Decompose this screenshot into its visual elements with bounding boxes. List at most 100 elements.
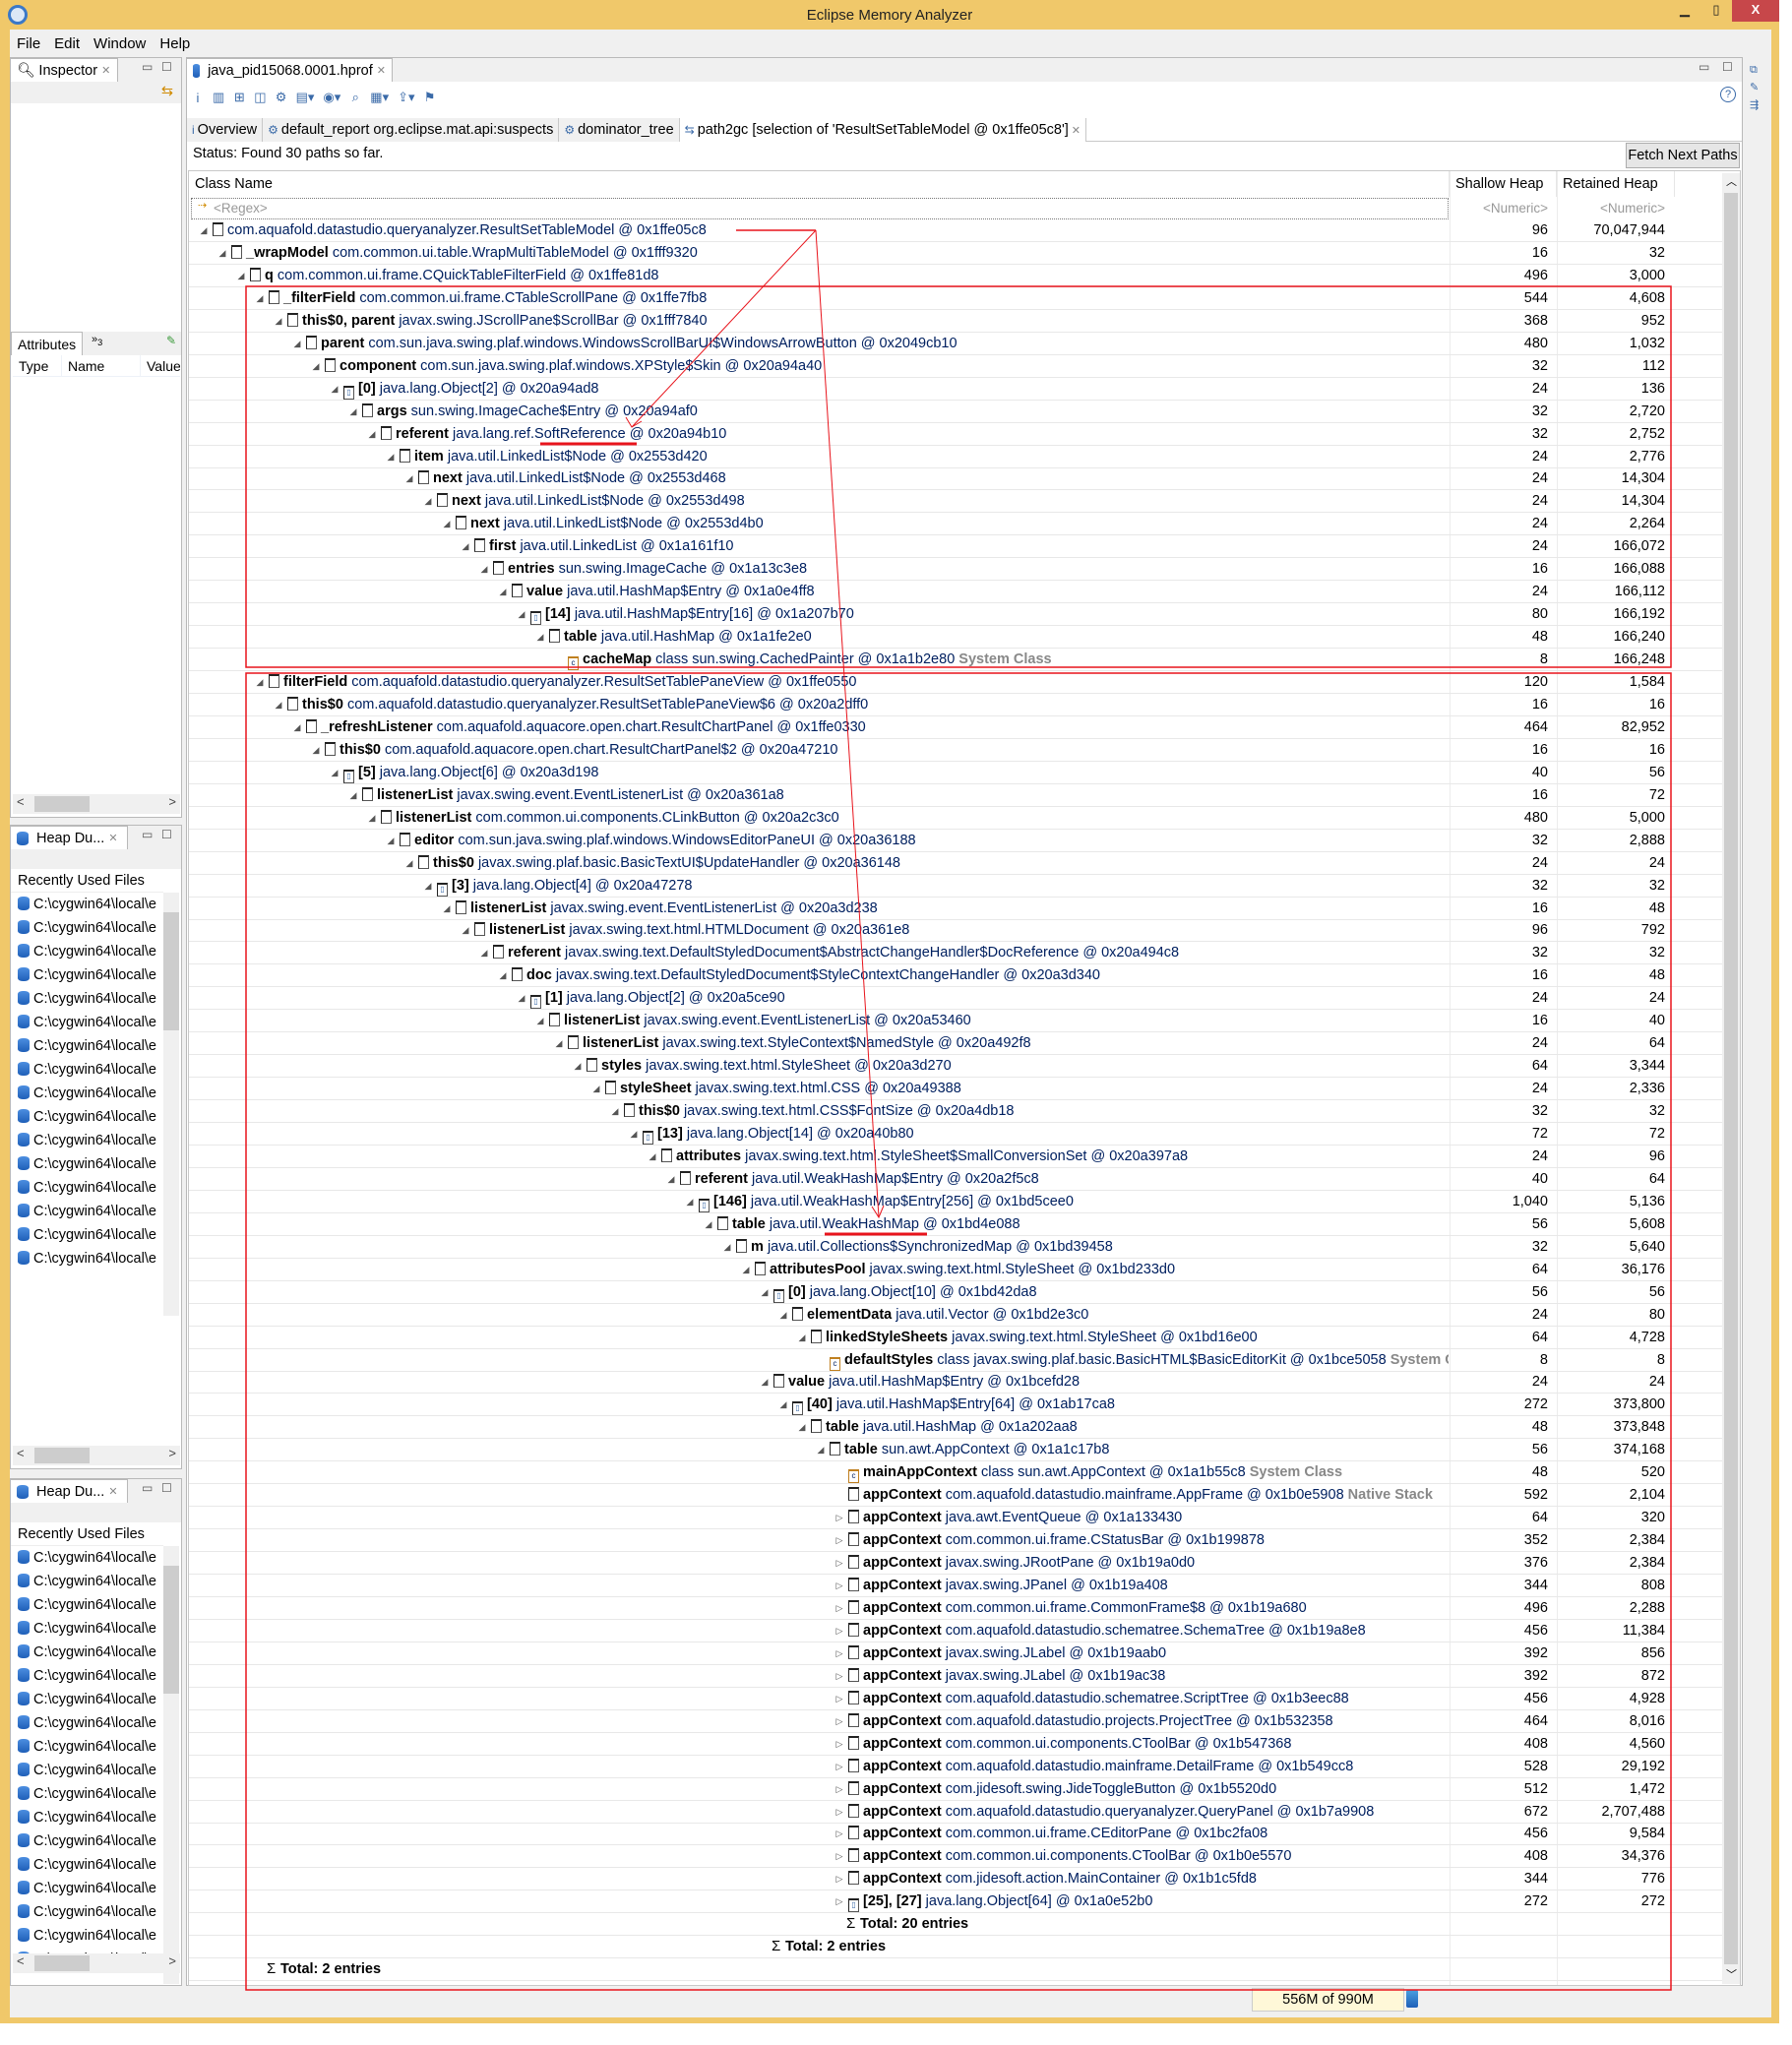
query-browser-icon[interactable]: ▤▾ <box>295 90 315 104</box>
close-icon[interactable]: ✕ <box>376 65 386 77</box>
navigator-icon[interactable]: ⇶ <box>1750 99 1760 111</box>
tree-row[interactable]: ◢_filterField com.common.ui.frame.CTable… <box>189 287 1722 310</box>
tree-row[interactable]: ▷appContext javax.swing.JLabel @ 0x1b19a… <box>189 1642 1722 1665</box>
shallow-filter-input[interactable]: <Numeric> <box>1482 201 1548 216</box>
tree-row[interactable]: ◢linkedStyleSheets javax.swing.text.html… <box>189 1327 1722 1349</box>
recent-file-item[interactable]: C:\cygwin64\local\e <box>11 1735 163 1759</box>
horizontal-scrollbar[interactable]: <> <box>13 794 180 814</box>
tree-row[interactable]: ◢this$0 javax.swing.text.html.CSS$FontSi… <box>189 1100 1722 1124</box>
tree-row[interactable]: ◢doc javax.swing.text.DefaultStyledDocum… <box>189 964 1722 988</box>
tab-heap-dumps[interactable]: Heap Du...✕ <box>10 1479 128 1503</box>
tree-row[interactable]: ◢referent java.util.WeakHashMap$Entry @ … <box>189 1168 1722 1191</box>
expanded-arrow-icon[interactable]: ◢ <box>574 1061 582 1072</box>
col-value[interactable]: Value <box>147 358 180 374</box>
collapsed-arrow-icon[interactable]: ▷ <box>835 1602 843 1613</box>
expanded-arrow-icon[interactable]: ◢ <box>555 1038 563 1049</box>
horizontal-scrollbar[interactable]: <> <box>13 1953 180 1973</box>
recent-file-item[interactable]: C:\cygwin64\local\e <box>11 1900 163 1924</box>
scrollbar-thumb[interactable] <box>1724 193 1738 1964</box>
tree-row[interactable]: ▷appContext com.aquafold.datastudio.quer… <box>189 1801 1722 1824</box>
expanded-arrow-icon[interactable]: ◢ <box>480 564 488 575</box>
minimize-view-icon[interactable]: ▭ <box>142 1481 154 1495</box>
collapsed-arrow-icon[interactable]: ▷ <box>835 1806 843 1817</box>
col-type[interactable]: Type <box>13 355 62 376</box>
recent-file-item[interactable]: C:\cygwin64\local\e <box>11 916 163 940</box>
tree-row[interactable]: ◢listenerList javax.swing.text.html.HTML… <box>189 919 1722 943</box>
tree-row[interactable]: ◢styleSheet javax.swing.text.html.CSS @ … <box>189 1078 1722 1101</box>
expanded-arrow-icon[interactable]: ◢ <box>237 270 245 280</box>
recent-file-item[interactable]: C:\cygwin64\local\e <box>11 1105 163 1129</box>
tree-row[interactable]: ◢value java.util.HashMap$Entry @ 0x1a0e4… <box>189 581 1722 604</box>
tree-row[interactable]: ◢this$0, parent javax.swing.JScrollPane$… <box>189 310 1722 333</box>
expanded-arrow-icon[interactable]: ◢ <box>331 383 339 394</box>
expanded-arrow-icon[interactable]: ◢ <box>256 677 264 687</box>
collapsed-arrow-icon[interactable]: ▷ <box>835 1896 843 1907</box>
collapsed-arrow-icon[interactable]: ▷ <box>835 1513 843 1523</box>
recent-file-item[interactable]: C:\cygwin64\local\e <box>11 1570 163 1593</box>
close-icon[interactable]: ✕ <box>108 1486 118 1498</box>
tree-row[interactable]: ▷appContext com.aquafold.datastudio.main… <box>189 1756 1722 1778</box>
tree-row[interactable]: ◢attributesPool javax.swing.text.html.St… <box>189 1259 1722 1281</box>
tree-row[interactable]: ▷appContext com.common.ui.components.CTo… <box>189 1733 1722 1756</box>
recent-file-item[interactable]: C:\cygwin64\local\e <box>11 987 163 1011</box>
info-icon[interactable]: i <box>196 90 200 105</box>
maximize-view-icon[interactable]: ☐ <box>161 1481 172 1495</box>
expanded-arrow-icon[interactable]: ◢ <box>518 993 525 1004</box>
recent-file-item[interactable]: C:\cygwin64\local\e <box>11 1176 163 1200</box>
tree-row[interactable]: ◢filterField com.aquafold.datastudio.que… <box>189 671 1722 694</box>
expanded-arrow-icon[interactable]: ◢ <box>293 338 301 348</box>
expanded-arrow-icon[interactable]: ◢ <box>480 948 488 959</box>
tree-row[interactable]: ◢▯[40] java.util.HashMap$Entry[64] @ 0x1… <box>189 1394 1722 1417</box>
expanded-arrow-icon[interactable]: ◢ <box>331 767 339 777</box>
expanded-arrow-icon[interactable]: ◢ <box>686 1196 694 1207</box>
recent-file-item[interactable]: C:\cygwin64\local\e <box>11 1034 163 1058</box>
expanded-arrow-icon[interactable]: ◢ <box>798 1332 806 1342</box>
tree-row[interactable]: ◢listenerList com.common.ui.components.C… <box>189 807 1722 830</box>
recent-file-item[interactable]: C:\cygwin64\local\e <box>11 1593 163 1617</box>
group-icon[interactable]: ▦▾ <box>370 90 390 104</box>
expanded-arrow-icon[interactable]: ◢ <box>218 247 226 258</box>
minimize-button[interactable]: ▁ <box>1680 2 1690 17</box>
collapsed-arrow-icon[interactable]: ▷ <box>835 1580 843 1590</box>
recent-file-item[interactable]: C:\cygwin64\local\e <box>11 1223 163 1247</box>
sync-icon[interactable]: ⇆ <box>160 84 173 99</box>
scrollbar-thumb[interactable] <box>163 912 179 1030</box>
tab-hprof[interactable]: java_pid15068.0001.hprof✕ <box>186 58 393 82</box>
tree-row[interactable]: ◢attributes javax.swing.text.html.StyleS… <box>189 1146 1722 1168</box>
tree-row[interactable]: ◢m java.util.Collections$SynchronizedMap… <box>189 1236 1722 1259</box>
tree-row[interactable]: ◢listenerList javax.swing.event.EventLis… <box>189 1010 1722 1033</box>
recent-file-item[interactable]: C:\cygwin64\local\e <box>11 1247 163 1270</box>
help-icon[interactable]: ? <box>1720 87 1736 102</box>
tree-row[interactable]: ▷appContext java.awt.EventQueue @ 0x1a13… <box>189 1507 1722 1530</box>
expanded-arrow-icon[interactable]: ◢ <box>256 292 264 303</box>
tree-row[interactable]: ◢next java.util.LinkedList$Node @ 0x2553… <box>189 490 1722 514</box>
oql-icon[interactable]: ◫ <box>254 90 267 104</box>
collapsed-arrow-icon[interactable]: ▷ <box>835 1761 843 1771</box>
tree-row[interactable]: ◢_wrapModel com.common.ui.table.WrapMult… <box>189 242 1722 265</box>
regex-filter-input[interactable]: <Regex> ⇢ <box>191 198 1449 219</box>
column-class-name[interactable]: Class Name <box>189 171 1450 197</box>
collapsed-arrow-icon[interactable]: ▷ <box>835 1828 843 1839</box>
collapsed-arrow-icon[interactable]: ▷ <box>835 1670 843 1681</box>
expanded-arrow-icon[interactable]: ◢ <box>424 880 432 891</box>
maximize-view-icon[interactable]: ☐ <box>161 828 172 841</box>
recent-file-item[interactable]: C:\cygwin64\local\e <box>11 1664 163 1688</box>
tree-row[interactable]: ◢styles javax.swing.text.html.StyleSheet… <box>189 1055 1722 1079</box>
pin-icon[interactable]: ✎ <box>166 334 177 347</box>
close-icon[interactable]: ✕ <box>108 833 118 844</box>
expanded-arrow-icon[interactable]: ◢ <box>817 1445 825 1456</box>
tree-row[interactable]: ◢this$0 com.aquafold.aquacore.open.chart… <box>189 739 1722 762</box>
recent-file-item[interactable]: C:\cygwin64\local\e <box>11 1806 163 1829</box>
expanded-arrow-icon[interactable]: ◢ <box>779 1309 787 1320</box>
expanded-arrow-icon[interactable]: ◢ <box>387 835 395 845</box>
tree-row[interactable]: ◢next java.util.LinkedList$Node @ 0x2553… <box>189 513 1722 536</box>
expanded-arrow-icon[interactable]: ◢ <box>649 1150 656 1161</box>
tree-row[interactable]: appContext com.aquafold.datastudio.mainf… <box>189 1484 1722 1508</box>
